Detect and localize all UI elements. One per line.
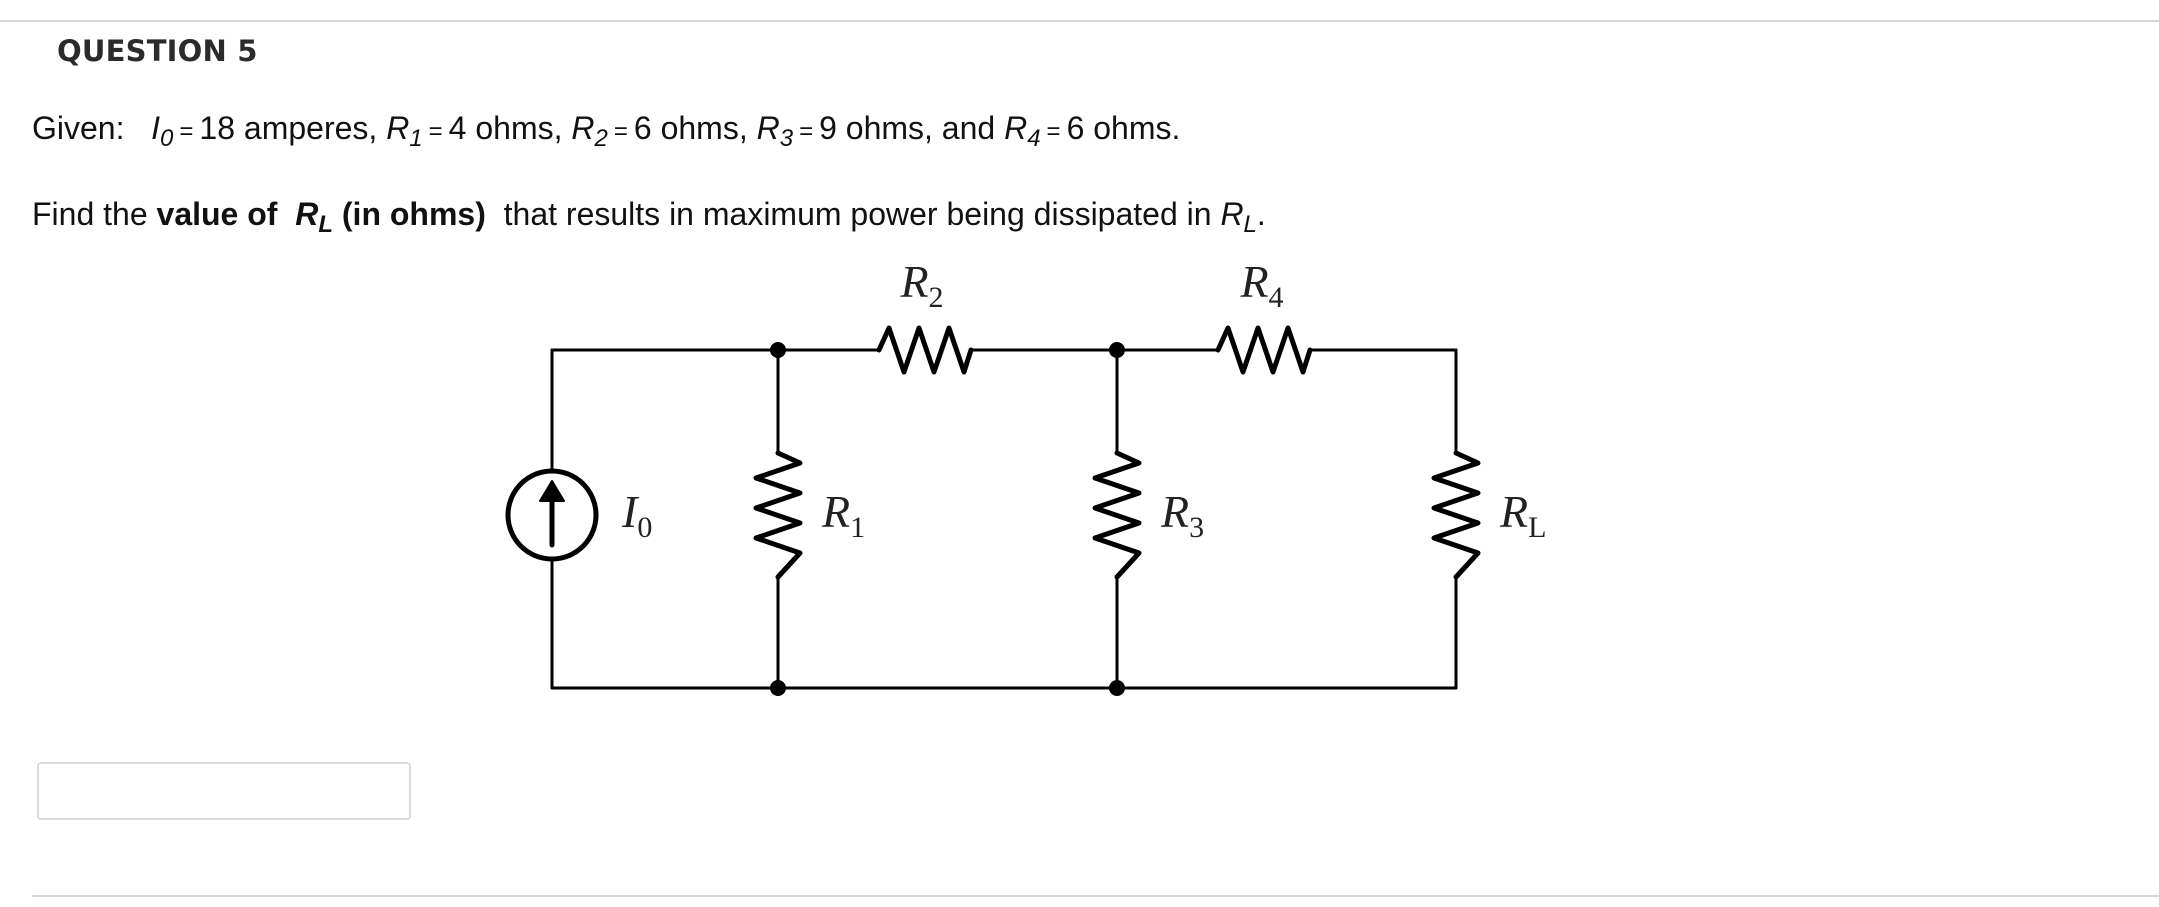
label-rl: RL xyxy=(1499,486,1546,544)
equals-sign: = xyxy=(613,118,628,145)
i0-subscript: 0 xyxy=(160,125,174,152)
label-r3: R3 xyxy=(1160,486,1204,544)
find-bold-suffix: (in ohms) xyxy=(341,196,486,232)
label-r4: R4 xyxy=(1239,256,1283,314)
bottom-divider xyxy=(32,895,2159,897)
resistor-rl xyxy=(1431,450,1481,580)
junction-dot xyxy=(770,342,786,358)
label-r1: R1 xyxy=(821,486,865,544)
equals-sign: = xyxy=(428,118,443,145)
r1-subscript: 1 xyxy=(409,125,423,152)
r3-subscript: 3 xyxy=(779,125,794,152)
i0-symbol: I xyxy=(151,110,161,146)
r1-symbol: R xyxy=(386,110,410,146)
r3-value: 9 ohms, and xyxy=(819,110,996,146)
resistor-r4 xyxy=(1215,325,1313,375)
circuit-diagram: R2 R4 I0 R1 R3 RL xyxy=(505,256,1546,696)
r4-symbol: R xyxy=(1004,110,1028,146)
rl-symbol: R xyxy=(1220,196,1244,232)
equals-sign: = xyxy=(179,118,194,145)
find-statement: Find the value of RL (in ohms) that resu… xyxy=(32,196,1266,237)
find-prefix: Find the xyxy=(32,196,148,232)
equals-sign: = xyxy=(1046,118,1061,145)
equals-sign: = xyxy=(799,118,814,145)
resistor-r3 xyxy=(1092,450,1142,580)
r1-value: 4 ohms, xyxy=(448,110,563,146)
junction-dot xyxy=(770,680,786,696)
given-prefix: Given: xyxy=(32,110,125,146)
given-statement: Given: I0=18 amperes, R1=4 ohms, R2=6 oh… xyxy=(32,110,1181,151)
i0-value: 18 amperes, xyxy=(199,110,378,146)
current-source xyxy=(505,468,599,562)
rl-bold-symbol: R xyxy=(295,196,319,232)
junction-dot xyxy=(1109,680,1125,696)
label-i0: I0 xyxy=(621,486,652,544)
r4-subscript: 4 xyxy=(1027,125,1041,152)
answer-input[interactable] xyxy=(37,762,411,820)
label-r2: R2 xyxy=(899,256,943,314)
top-divider xyxy=(0,20,2159,22)
resistor-r2 xyxy=(876,325,974,375)
find-middle: that results in maximum power being diss… xyxy=(503,196,1212,232)
r3-symbol: R xyxy=(756,110,780,146)
question-title: QUESTION 5 xyxy=(57,34,258,68)
r2-subscript: 2 xyxy=(594,125,608,152)
rl-bold-subscript: L xyxy=(318,211,333,238)
r2-value: 6 ohms, xyxy=(633,110,748,146)
r4-value: 6 ohms. xyxy=(1066,110,1181,146)
resistor-r1 xyxy=(753,450,803,580)
find-bold-prefix: value of xyxy=(156,196,278,232)
rl-subscript: L xyxy=(1243,211,1257,238)
find-end: . xyxy=(1256,196,1266,232)
source-arrow-head xyxy=(539,480,565,502)
junction-dot xyxy=(1109,342,1125,358)
r2-symbol: R xyxy=(571,110,595,146)
